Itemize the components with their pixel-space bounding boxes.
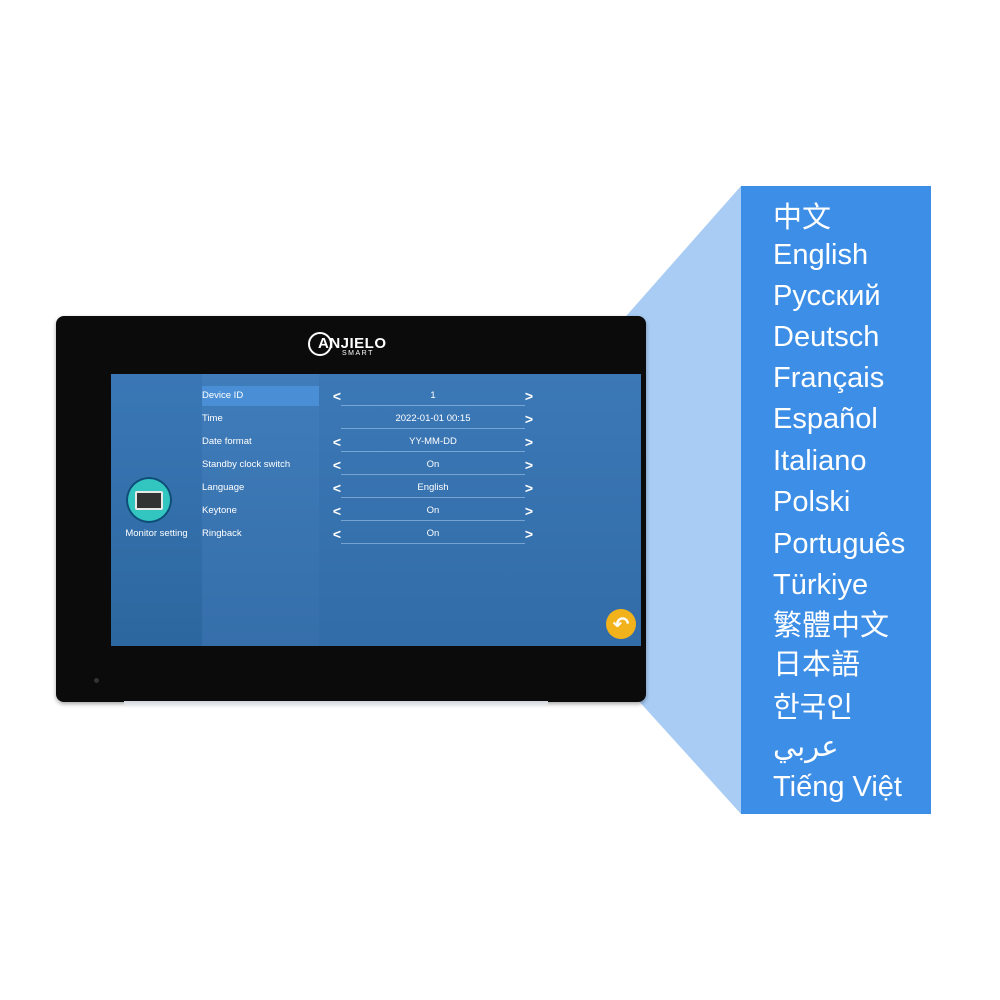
chevron-right-icon[interactable]: > xyxy=(524,434,534,450)
value-underline xyxy=(341,451,525,452)
value-underline xyxy=(341,497,525,498)
brand-logo: ANJIELO SMART xyxy=(308,330,398,360)
language-arabic: عربي xyxy=(773,731,839,763)
language-list-panel: 中文 English Русский Deutsch Français Espa… xyxy=(741,186,931,814)
setting-standby-clock[interactable]: Standby clock switch xyxy=(202,455,319,475)
language-turkish: Türkiye xyxy=(773,569,869,601)
setting-value: On xyxy=(426,459,440,470)
chevron-left-icon[interactable]: < xyxy=(332,457,342,473)
settings-label-column xyxy=(202,374,319,646)
language-italian: Italiano xyxy=(773,445,867,477)
language-japanese: 日本語 xyxy=(773,649,861,681)
chevron-right-icon[interactable]: > xyxy=(524,526,534,542)
language-polish: Polski xyxy=(773,486,851,518)
setting-value: YY-MM-DD xyxy=(409,436,457,447)
language-chinese: 中文 xyxy=(773,202,832,234)
monitor-setting-button[interactable] xyxy=(126,477,172,523)
intercom-monitor-device: ANJIELO SMART Monitor setting Device ID … xyxy=(56,316,646,702)
monitor-setting-label: Monitor setting xyxy=(125,528,188,539)
setting-date-format[interactable]: Date format xyxy=(202,432,319,452)
value-standby-clock: < On > xyxy=(319,455,641,475)
setting-value: On xyxy=(426,505,440,516)
language-english: English xyxy=(773,239,869,271)
setting-device-id[interactable]: Device ID xyxy=(202,386,319,406)
chevron-right-icon[interactable]: > xyxy=(524,480,534,496)
language-vietnamese: Tiếng Việt xyxy=(773,771,902,803)
chevron-right-icon[interactable]: > xyxy=(524,457,534,473)
value-underline xyxy=(341,405,525,406)
back-button[interactable]: ↶ xyxy=(606,609,636,639)
monitor-icon xyxy=(135,490,163,510)
setting-value: English xyxy=(417,482,449,493)
value-underline xyxy=(341,474,525,475)
chevron-left-icon[interactable]: < xyxy=(332,526,342,542)
value-device-id: < 1 > xyxy=(319,386,641,406)
logo-ring-icon xyxy=(308,332,332,356)
setting-label: Device ID xyxy=(202,390,244,401)
language-german: Deutsch xyxy=(773,321,880,353)
setting-label: Ringback xyxy=(202,528,242,539)
language-korean: 한국인 xyxy=(773,692,854,724)
setting-label: Time xyxy=(202,413,223,424)
logo-text: ANJIELO xyxy=(318,335,387,352)
setting-label: Keytone xyxy=(202,505,237,516)
menu-sidebar: Monitor setting xyxy=(111,374,202,646)
setting-language[interactable]: Language xyxy=(202,478,319,498)
setting-keytone[interactable]: Keytone xyxy=(202,501,319,521)
value-underline xyxy=(341,428,525,429)
setting-value: 2022-01-01 00:15 xyxy=(395,413,471,424)
microphone-hole xyxy=(94,678,99,683)
setting-label: Date format xyxy=(202,436,252,447)
touch-screen: Monitor setting Device ID Time Date form… xyxy=(111,374,641,646)
language-russian: Русский xyxy=(773,280,881,312)
setting-value: On xyxy=(426,528,440,539)
language-traditional-chinese: 繁體中文 xyxy=(773,610,890,642)
value-underline xyxy=(341,520,525,521)
value-underline xyxy=(341,543,525,544)
setting-value: 1 xyxy=(430,390,436,401)
chevron-left-icon[interactable]: < xyxy=(332,388,342,404)
setting-label: Standby clock switch xyxy=(202,459,291,470)
language-portuguese: Português xyxy=(773,528,906,560)
chevron-left-icon[interactable]: < xyxy=(332,480,342,496)
chevron-right-icon[interactable]: > xyxy=(524,411,534,427)
language-french: Français xyxy=(773,362,885,394)
value-keytone: < On > xyxy=(319,501,641,521)
settings-value-column xyxy=(319,374,641,646)
chevron-left-icon[interactable]: < xyxy=(332,503,342,519)
value-time: 2022-01-01 00:15 > xyxy=(319,409,641,429)
value-ringback: < On > xyxy=(319,524,641,544)
value-language: < English > xyxy=(319,478,641,498)
device-base-strip xyxy=(124,701,548,707)
chevron-right-icon[interactable]: > xyxy=(524,388,534,404)
language-spanish: Español xyxy=(773,403,878,435)
setting-ringback[interactable]: Ringback xyxy=(202,524,319,544)
setting-label: Language xyxy=(202,482,245,493)
logo-subtext: SMART xyxy=(342,350,374,357)
chevron-right-icon[interactable]: > xyxy=(524,503,534,519)
value-date-format: < YY-MM-DD > xyxy=(319,432,641,452)
chevron-left-icon[interactable]: < xyxy=(332,434,342,450)
setting-time[interactable]: Time xyxy=(202,409,319,429)
back-arrow-icon: ↶ xyxy=(612,613,630,636)
